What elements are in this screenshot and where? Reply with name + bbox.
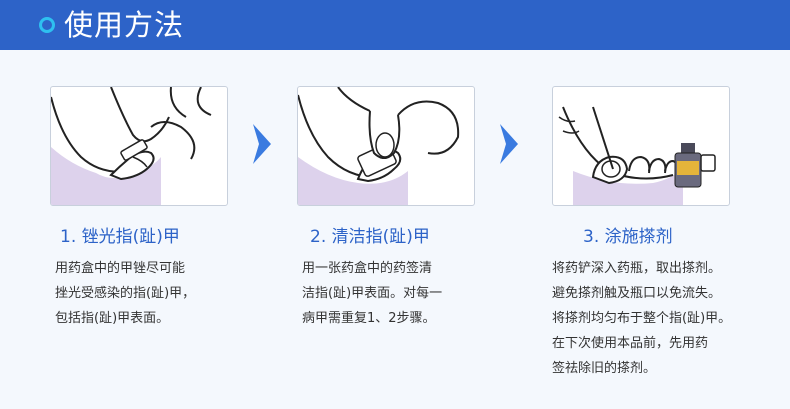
step-3-description: 将药铲深入药瓶，取出搽剂。 避免搽剂触及瓶口以免流失。 将搽剂均匀布于整个指(趾… xyxy=(552,256,731,381)
description-line: 洁指(趾)甲表面。对每一 xyxy=(302,286,443,301)
step-3-illustration xyxy=(552,86,730,206)
circle-icon xyxy=(39,17,55,33)
description-line: 签祛除旧的搽剂。 xyxy=(552,361,657,376)
description-line: 病甲需重复1、2步骤。 xyxy=(302,311,436,326)
page-title: 使用方法 xyxy=(64,8,185,42)
description-line: 用一张药盒中的药签清 xyxy=(302,261,433,276)
chevron-right-icon xyxy=(253,124,271,164)
description-line: 在下次使用本品前，先用药 xyxy=(552,336,709,351)
header-bar: 使用方法 xyxy=(0,0,790,50)
step-1-illustration xyxy=(50,86,228,206)
description-line: 包括指(趾)甲表面。 xyxy=(55,311,170,326)
description-line: 用药盒中的甲锉尽可能 xyxy=(55,261,186,276)
step-2-illustration xyxy=(297,86,475,206)
description-line: 将药铲深入药瓶，取出搽剂。 xyxy=(552,261,722,276)
description-line: 挫光受感染的指(趾)甲， xyxy=(55,286,196,301)
step-2-title: 2. 清洁指(趾)甲 xyxy=(310,227,430,247)
description-line: 将搽剂均匀布于整个指(趾)甲。 xyxy=(552,311,732,326)
step-1-description: 用药盒中的甲锉尽可能 挫光受感染的指(趾)甲， 包括指(趾)甲表面。 xyxy=(55,256,195,331)
step-1-title: 1. 锉光指(趾)甲 xyxy=(60,227,180,247)
chevron-right-icon xyxy=(500,124,518,164)
description-line: 避免搽剂触及瓶口以免流失。 xyxy=(552,286,722,301)
step-3-title: 3. 涂施搽剂 xyxy=(583,227,673,247)
step-2-description: 用一张药盒中的药签清 洁指(趾)甲表面。对每一 病甲需重复1、2步骤。 xyxy=(302,256,442,331)
